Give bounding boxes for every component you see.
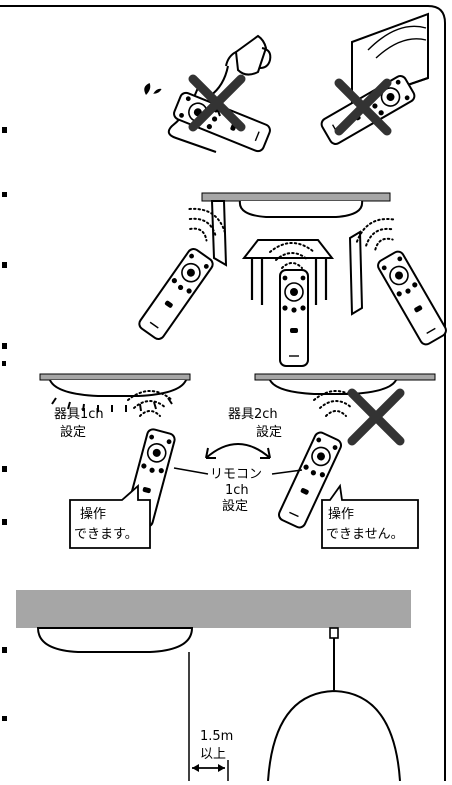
remote-control-icon xyxy=(279,269,309,367)
left-edge-fragments xyxy=(2,127,7,721)
water-splash-icon xyxy=(144,83,162,95)
distance-suffix: 以上 xyxy=(200,747,226,762)
page-border xyxy=(0,5,446,781)
water-warning-illustration xyxy=(144,34,273,154)
water-pitcher-icon xyxy=(225,34,272,76)
double-arrow-icon xyxy=(205,443,271,459)
channel-illustration: 器具1ch 設定 器具2ch 設定 リモコン 1ch 設定 操作 できます。 操… xyxy=(39,373,436,549)
cross-icon xyxy=(352,393,400,441)
cannot-operate-callout xyxy=(321,483,419,549)
fixture-1ch-label-line1: 器具1ch xyxy=(54,407,104,422)
cannot-operate-line2: できません。 xyxy=(326,527,404,542)
remote-1ch-label-line1: リモコン xyxy=(210,467,262,482)
distance-value: 1.5m xyxy=(200,729,233,744)
can-operate-line1: 操作 xyxy=(80,506,106,522)
remote-control-icon xyxy=(136,245,216,343)
can-operate-line2: できます。 xyxy=(74,527,138,542)
obstacle-illustration xyxy=(136,192,450,367)
fixture-2ch-label-line1: 器具2ch xyxy=(228,407,278,422)
table-icon xyxy=(241,239,335,305)
fixture-1ch-label-line2: 設定 xyxy=(60,424,86,440)
can-operate-callout xyxy=(69,484,151,549)
cannot-operate-line1: 操作 xyxy=(328,506,354,522)
remote-1ch-label-line3: 設定 xyxy=(222,498,248,514)
fixture-2ch-label-line2: 設定 xyxy=(256,424,282,440)
sunlight-warning-illustration xyxy=(318,12,429,148)
distance-illustration: 1.5m 以上 xyxy=(16,590,411,782)
remote-1ch-label-line2: 1ch xyxy=(225,483,249,498)
remote-control-icon xyxy=(374,248,450,348)
